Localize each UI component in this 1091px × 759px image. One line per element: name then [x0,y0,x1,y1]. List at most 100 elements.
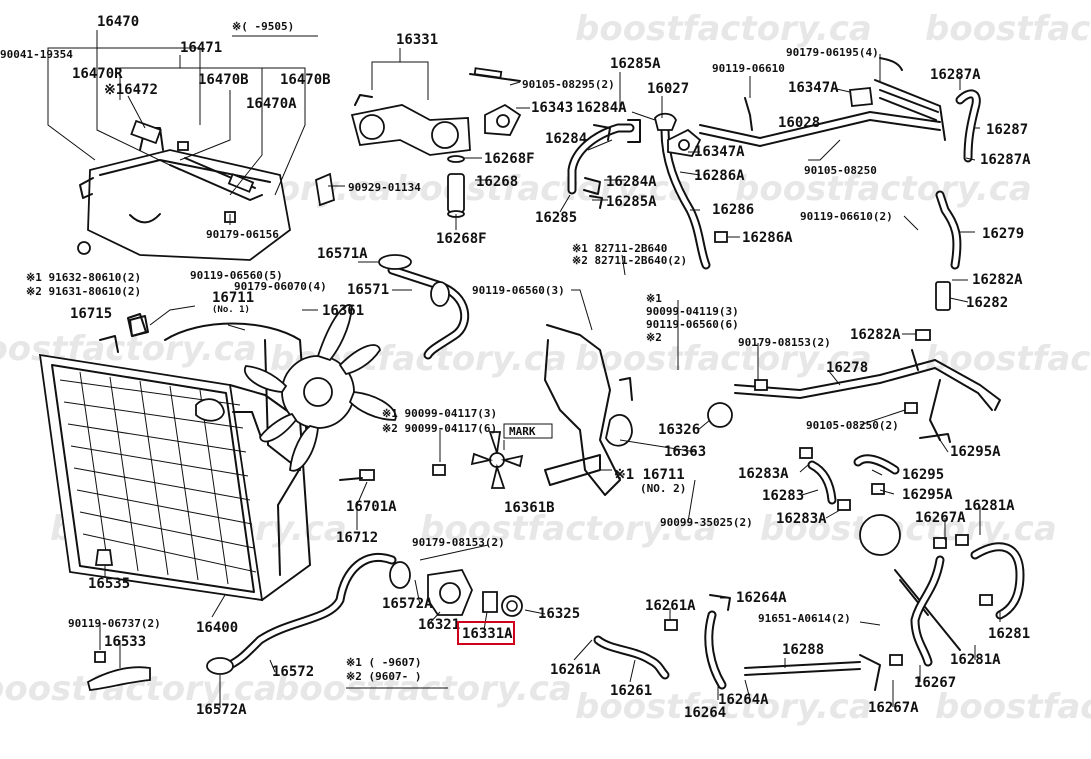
part-number-label: ※1 82711-2B640 [572,242,667,255]
part-number-label: 16027 [647,81,689,97]
part-number-label: ※2 82711-2B640(2) [572,254,687,267]
part-number-label: 90179-06070(4) [234,280,327,293]
bracket-16711 [544,324,633,496]
part-number-label: 16711 [212,290,254,306]
part-number-label: (No. 1) [212,305,250,315]
part-number-label: 16268F [436,231,487,247]
part-number-label: 90119-06560(3) [472,284,565,297]
part-number-label: 16286A [694,168,745,184]
part-number-label: ※2 90099-04117(6) [382,422,497,435]
water-outlet-16331 [315,67,522,218]
part-number-label: 16347A [788,80,839,96]
part-number-label: 16282A [850,327,901,343]
watermark: boostfactory.ca [925,9,1091,49]
part-number-label: ※1 90099-04117(3) [382,407,497,420]
radiator [38,335,311,602]
watermark: boostfactory.ca [575,9,872,49]
part-number-label: 90119-06610(2) [800,210,893,223]
hoses-16283-16295 [799,447,900,511]
watermark: boostfactory.ca [760,509,1057,549]
watermark: boostfactory.ca [925,339,1091,379]
part-number-label: 16285A [606,194,657,210]
part-number-label: 16285 [535,210,577,226]
part-number-label: 90179-06195(4) [786,46,879,59]
part-number-label: 90099-04119(3) [646,305,739,318]
lower-hose-16572 [206,552,411,675]
part-number-label: 16279 [982,226,1024,242]
part-number-label: 16295A [902,487,953,503]
watermark: boostfactory.ca [575,339,872,379]
part-number-label: 16284A [576,100,627,116]
part-number-label: 90105-08250 [804,164,877,177]
part-number-label: 16331 [396,32,438,48]
part-number-label: 16283A [776,511,827,527]
mark-label: MARK [509,425,536,438]
footnote-label: ※1 ( -9607) [346,656,421,669]
part-number-label: 16286A [742,230,793,246]
part-number-label: 16295 [902,467,944,483]
part-number-label: 16267A [915,510,966,526]
watermark: boostfactory.ca [420,509,717,549]
fan [243,304,397,472]
part-number-label: 90179-06156 [206,228,279,241]
part-number-label: 16028 [778,115,820,131]
part-number-label: ※2 91631-80610(2) [26,285,141,298]
footnote-label: ※2 (9607- ) [346,670,421,683]
bypass-pipe-16278 [707,349,1001,443]
part-number-label: 16281 [988,626,1030,642]
part-number-label: 91651-A0614(2) [758,612,851,625]
part-number-label: ※1 16711 [614,467,685,483]
part-number-label: 16470R [72,66,123,82]
watermark: boostfactory.ca [275,669,572,709]
part-number-label: (NO. 2) [640,482,686,495]
part-number-label: 90179-08153(2) [738,336,831,349]
part-number-label: 16343 [531,100,573,116]
part-number-label: 16284A [606,174,657,190]
part-number-label: 90179-08153(2) [412,536,505,549]
upper-hose-16571 [378,254,470,360]
part-number-label: 16571 [347,282,389,298]
part-number-label: 90119-06737(2) [68,617,161,630]
part-number-label: 16264A [718,692,769,708]
part-number-label: ※( -9505) [232,20,294,33]
part-number-label: 16361B [504,500,555,516]
mark-box [503,423,553,439]
small-fan-16361B [470,431,524,489]
part-number-label: 16264 [684,705,726,721]
part-number-label: 16281A [964,498,1015,514]
part-number-label: 16264A [736,590,787,606]
part-number-label: 16326 [658,422,700,438]
hoses-bottom [593,594,881,691]
part-number-label: 90099-35025(2) [660,516,753,529]
part-number-label: 16267 [914,675,956,691]
part-number-label: 16400 [196,620,238,636]
part-number-label: 16287A [980,152,1031,168]
part-number-label: 16287A [930,67,981,83]
part-number-label: 16268F [484,151,535,167]
part-number-label: 16288 [782,642,824,658]
part-number-label: 90119-06610 [712,62,785,75]
part-number-label: 90119-06560(6) [646,318,739,331]
part-number-label: ※1 [646,292,662,305]
part-number-label: 16278 [826,360,868,376]
part-number-label: 16325 [538,606,580,622]
part-number-label: 16283 [762,488,804,504]
part-number-label: 16282 [966,295,1008,311]
watermark-layer: boostfactory.ca boostfactory.ca boostfac… [0,9,1091,727]
highlight-box [457,621,515,645]
part-number-label: 16471 [180,40,222,56]
part-number-label: 16701A [346,499,397,515]
part-number-label: 16712 [336,530,378,546]
part-number-label: 16282A [972,272,1023,288]
part-number-label: 90929-01134 [348,181,421,194]
part-number-label: 16286 [712,202,754,218]
part-number-label: 90105-08250(2) [806,419,899,432]
part-number-label: 16267A [868,700,919,716]
part-number-label: 16363 [664,444,706,460]
part-number-label: 16571A [317,246,368,262]
part-number-label: 16261A [550,662,601,678]
part-number-label: 16285A [610,56,661,72]
part-number-label: 16321 [418,617,460,633]
part-number-label: 16470B [280,72,331,88]
part-number-label: 16261A [645,598,696,614]
